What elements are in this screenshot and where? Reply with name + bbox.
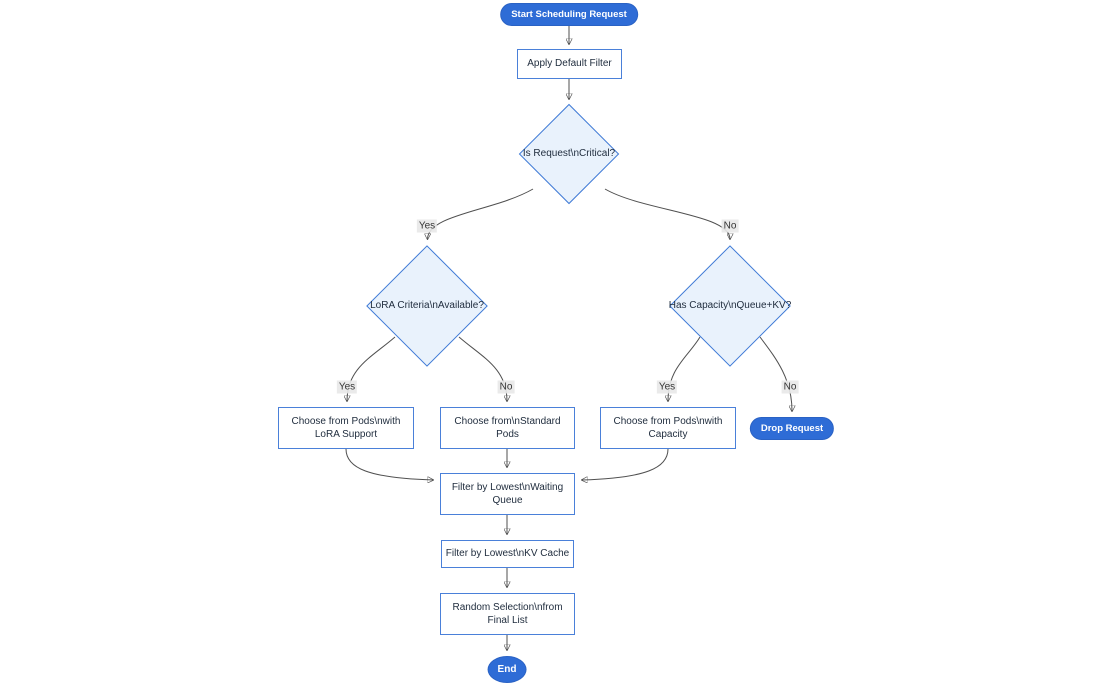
- decision-lora-criteria: LoRA Criteria\nAvailable?: [366, 245, 488, 367]
- decision-has-capacity: Has Capacity\nQueue+KV?: [669, 245, 791, 367]
- edge-capacity-no: [759, 336, 792, 411]
- node-label: Filter by Lowest\nKV Cache: [445, 548, 570, 560]
- edge-lorapods-to-filter: [345, 448, 433, 480]
- node-end-label: End: [497, 664, 517, 675]
- node-label: Choose from Pods\nwith Capacity: [613, 415, 723, 441]
- edge-critical-yes: [428, 188, 534, 239]
- node-drop-request: Drop Request: [749, 417, 835, 440]
- decision-label: Is Request\nCritical?: [522, 148, 616, 160]
- node-drop-request-label: Drop Request: [760, 423, 824, 434]
- node-choose-lora-pods: Choose from Pods\nwith LoRA Support: [278, 407, 414, 449]
- edge-critical-no: [604, 188, 730, 239]
- decision-label: LoRA Criteria\nAvailable?: [370, 300, 484, 312]
- edge-label-critical-no: No: [721, 219, 739, 233]
- node-filter-waiting-queue: Filter by Lowest\nWaiting Queue: [440, 473, 575, 515]
- node-start: Start Scheduling Request: [500, 3, 638, 26]
- decision-label: Has Capacity\nQueue+KV?: [668, 300, 792, 312]
- node-apply-default-filter: Apply Default Filter: [517, 49, 622, 79]
- edge-label-capacity-yes: Yes: [656, 380, 678, 394]
- node-choose-standard-pods: Choose from\nStandard Pods: [440, 407, 575, 449]
- edge-label-lora-no: No: [497, 380, 515, 394]
- node-start-label: Start Scheduling Request: [511, 9, 627, 20]
- node-label: Random Selection\nfrom Final List: [452, 601, 563, 627]
- decision-is-critical: Is Request\nCritical?: [518, 103, 620, 205]
- node-label: Choose from\nStandard Pods: [454, 415, 561, 441]
- node-filter-kv-cache: Filter by Lowest\nKV Cache: [441, 540, 574, 568]
- edge-label-capacity-no: No: [781, 380, 799, 394]
- node-choose-capacity-pods: Choose from Pods\nwith Capacity: [600, 407, 736, 449]
- node-end: End: [487, 656, 527, 683]
- node-label: Apply Default Filter: [527, 58, 612, 70]
- edge-label-lora-yes: Yes: [336, 380, 358, 394]
- edge-label-critical-yes: Yes: [416, 219, 438, 233]
- node-label: Filter by Lowest\nWaiting Queue: [451, 481, 564, 507]
- node-label: Choose from Pods\nwith LoRA Support: [291, 415, 401, 441]
- edge-capacitypods-to-filter: [582, 448, 669, 480]
- node-random-selection: Random Selection\nfrom Final List: [440, 593, 575, 635]
